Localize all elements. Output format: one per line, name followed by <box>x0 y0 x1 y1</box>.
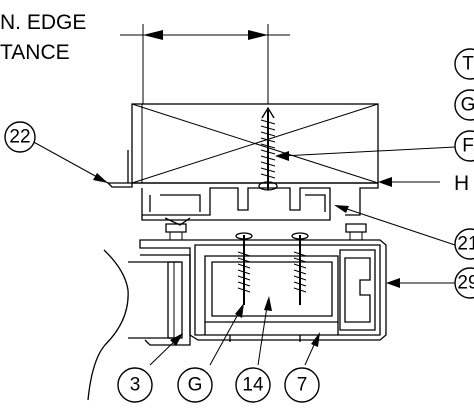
edge-distance-label-line1: N. EDGE <box>0 11 86 34</box>
svg-text:22: 22 <box>9 127 30 148</box>
callout-22: 22 <box>4 121 36 153</box>
left-flange <box>106 150 133 188</box>
timber-block <box>131 103 379 184</box>
svg-text:21: 21 <box>457 234 474 255</box>
callout-T: T <box>454 48 474 80</box>
clip-left <box>165 223 187 240</box>
leader-lines <box>29 139 456 366</box>
callout-14: 14 <box>235 367 271 403</box>
callout-21: 21 <box>454 228 474 260</box>
lower-screw-right <box>291 232 309 305</box>
left-panel <box>87 249 191 401</box>
callout-H: H <box>454 172 469 195</box>
upper-profile <box>132 182 379 226</box>
dimension-line <box>120 24 290 104</box>
svg-text:G: G <box>461 95 474 116</box>
callout-29: 29 <box>454 267 474 299</box>
svg-text:14: 14 <box>242 375 264 396</box>
svg-text:29: 29 <box>457 273 474 294</box>
svg-text:3: 3 <box>130 375 141 396</box>
callout-F: F <box>454 130 474 162</box>
callout-G-right: G <box>454 89 474 121</box>
lower-screw-left <box>235 232 253 305</box>
lower-frame <box>139 239 387 342</box>
callout-7: 7 <box>284 367 320 403</box>
svg-text:7: 7 <box>297 375 308 396</box>
callout-3: 3 <box>117 367 153 403</box>
top-screw <box>258 106 278 191</box>
svg-text:F: F <box>462 136 474 157</box>
svg-text:H: H <box>454 172 469 195</box>
clip-right <box>345 223 367 240</box>
svg-text:T: T <box>462 54 474 75</box>
svg-text:G: G <box>188 375 203 396</box>
edge-distance-label-line2: TANCE <box>0 41 70 64</box>
callout-G-bottom: G <box>177 367 213 403</box>
